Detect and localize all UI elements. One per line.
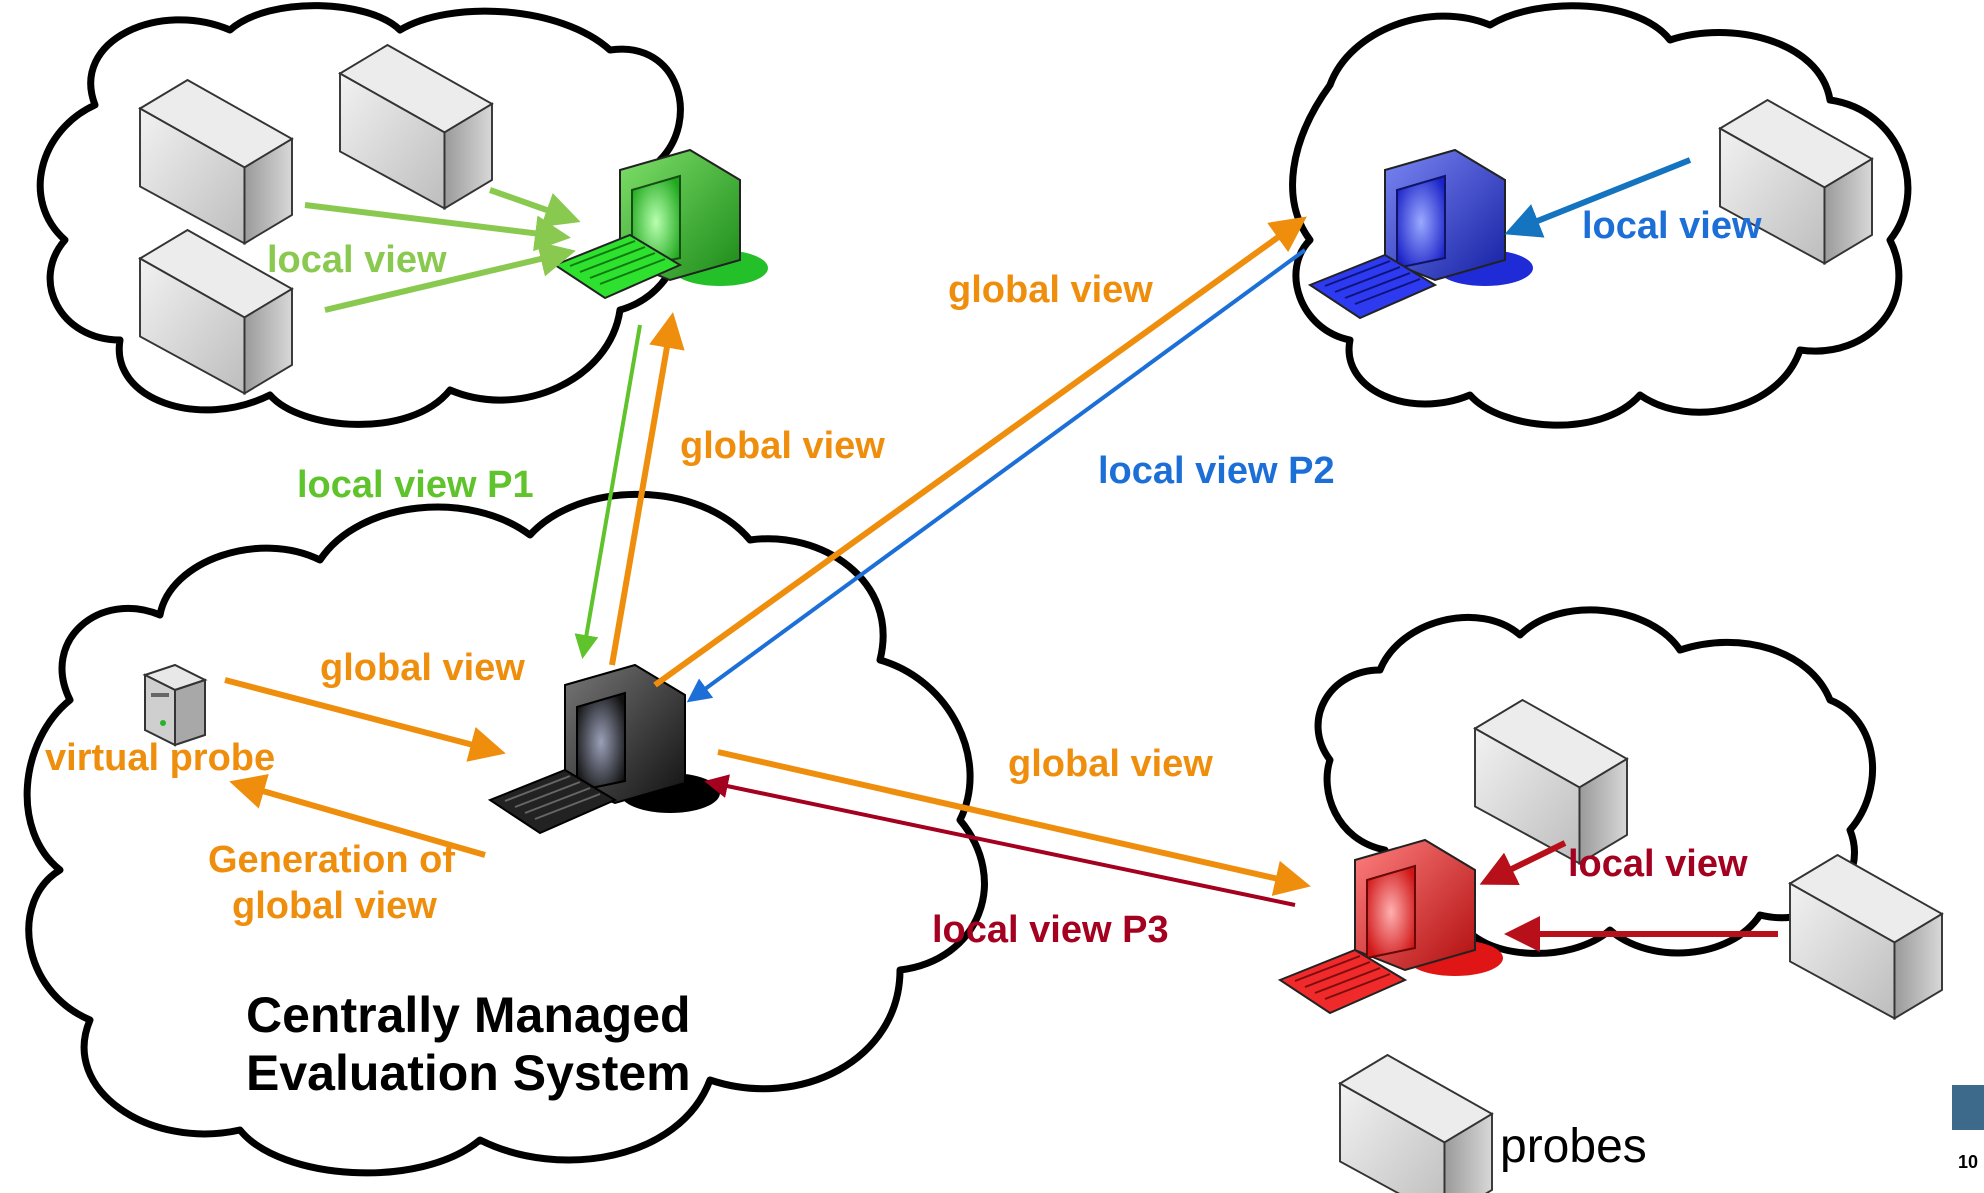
link-p3-global-label: global view	[1008, 743, 1213, 785]
virtual-probe-icon	[142, 663, 208, 747]
link-p3-local-label: local view P3	[932, 909, 1169, 951]
p3-local-view-label: local view	[1568, 843, 1748, 885]
generation-label-line1: Generation of	[208, 839, 455, 881]
arrow-p1-local-3	[324, 241, 576, 313]
p2-local-view-label: local view	[1582, 205, 1762, 247]
link-p1-global-label: global view	[680, 425, 885, 467]
page-number: 10	[1958, 1152, 1978, 1172]
virtual-probe-label: virtual probe	[45, 737, 275, 779]
central-title-line2: Evaluation System	[246, 1045, 691, 1101]
arrow-p1-to-central	[574, 324, 642, 659]
probe-box-icon	[1339, 1054, 1493, 1193]
arrow-central-to-p3	[717, 749, 1311, 896]
blue-computer-icon	[1307, 148, 1533, 320]
central-title-line1: Centrally Managed	[246, 987, 691, 1043]
arrow-central-to-p1	[609, 312, 685, 666]
arrow-p1-local-2	[489, 187, 581, 227]
arrow-p3-local-1	[1479, 840, 1567, 886]
arrow-p3-to-central	[704, 774, 1296, 907]
arrow-p2-local	[1504, 157, 1692, 238]
arrow-p1-local-1	[304, 202, 571, 252]
arrow-central-to-virtual-probe	[229, 774, 486, 858]
arrow-virtual-probe-to-central	[224, 677, 506, 762]
link-p2-global-label: global view	[948, 269, 1153, 311]
footer-corner-block	[1952, 1085, 1984, 1130]
green-computer-icon	[552, 148, 768, 300]
generation-label-line2: global view	[232, 885, 437, 927]
arrow-p2-to-central	[686, 248, 1307, 703]
link-p1-local-label: local view P1	[297, 464, 534, 506]
p1-local-view-label: local view	[267, 239, 447, 281]
arrow-central-to-p2	[653, 216, 1307, 688]
black-computer-icon	[487, 663, 720, 835]
red-computer-icon	[1277, 838, 1503, 1015]
probe-box-icon	[1789, 854, 1943, 1020]
central-global-view-label: global view	[320, 647, 525, 689]
link-p2-local-label: local view P2	[1098, 450, 1335, 492]
cloud-central	[23, 490, 988, 1177]
probes-legend-label: probes	[1500, 1120, 1647, 1173]
